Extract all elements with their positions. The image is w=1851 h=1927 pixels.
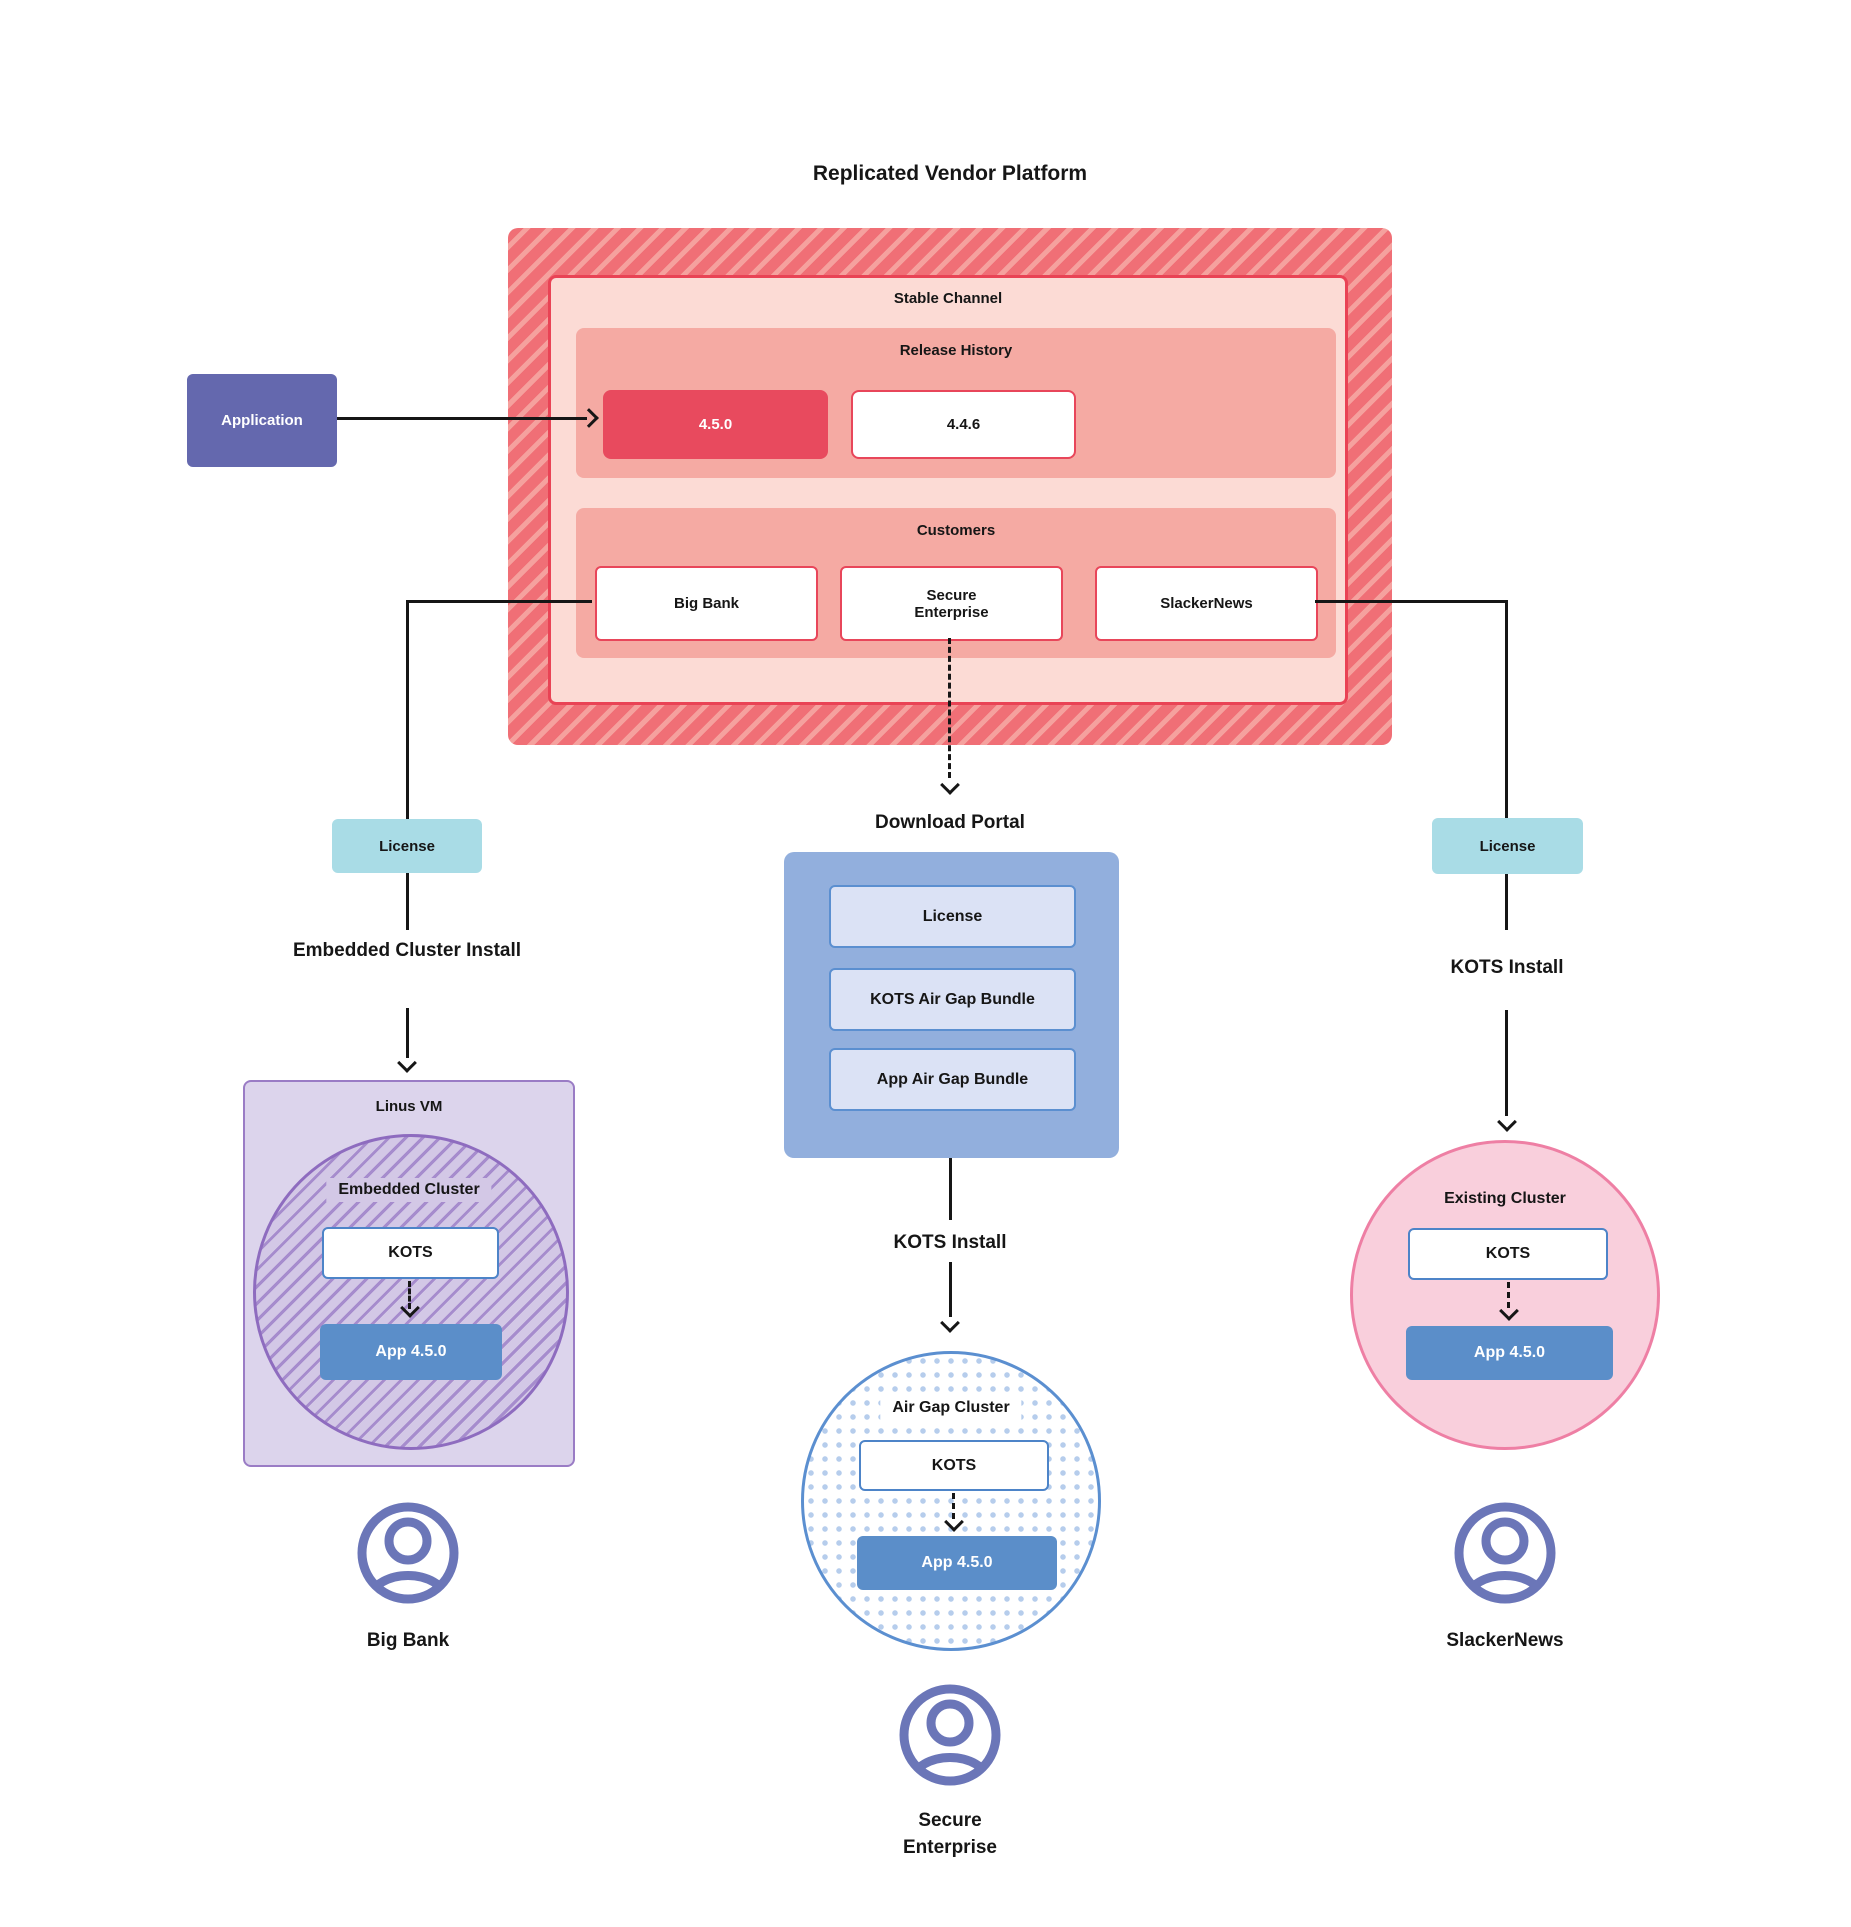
secure-dash-arrow-head bbox=[940, 775, 960, 795]
stable-channel-box: Stable Channel Release History 4.5.0 4.4… bbox=[548, 275, 1348, 705]
vendor-platform-box: Stable Channel Release History 4.5.0 4.4… bbox=[508, 228, 1392, 745]
airgap-kots-box: KOTS bbox=[859, 1440, 1049, 1491]
customer-big-bank: Big Bank bbox=[595, 566, 818, 641]
customer-secure-enterprise-label: Secure Enterprise bbox=[914, 586, 989, 621]
airgap-kots-app-arrow-head bbox=[944, 1512, 964, 1532]
airgap-line-2 bbox=[949, 1262, 952, 1317]
air-gap-cluster-circle: Air Gap Cluster KOTS App 4.5.0 bbox=[801, 1351, 1101, 1651]
airgap-kots-app-dash bbox=[952, 1493, 955, 1519]
linus-vm-label: Linus VM bbox=[375, 1098, 443, 1115]
bigbank-connector-v bbox=[406, 600, 409, 819]
slackernews-connector-v bbox=[1505, 600, 1508, 818]
application-box: Application bbox=[187, 374, 337, 467]
release-450-box: 4.5.0 bbox=[603, 390, 828, 459]
application-arrow-line bbox=[337, 417, 587, 420]
embedded-arrow-head bbox=[397, 1053, 417, 1073]
existing-app-box: App 4.5.0 bbox=[1406, 1326, 1613, 1380]
customer-secure-enterprise: Secure Enterprise bbox=[840, 566, 1063, 641]
bigbank-connector-h bbox=[407, 600, 592, 603]
air-gap-cluster-label: Air Gap Cluster bbox=[880, 1396, 1022, 1420]
embedded-install-label: Embedded Cluster Install bbox=[292, 940, 522, 961]
existing-line-1 bbox=[1505, 874, 1508, 930]
slackernews-person-icon bbox=[1454, 1502, 1556, 1604]
existing-kots-app-dash bbox=[1507, 1282, 1510, 1308]
slackernews-person-label: SlackerNews bbox=[1446, 1630, 1564, 1651]
embedded-app-box: App 4.5.0 bbox=[320, 1324, 502, 1380]
embedded-kots-box: KOTS bbox=[322, 1227, 499, 1279]
release-446-box: 4.4.6 bbox=[851, 390, 1076, 459]
existing-cluster-circle: Existing Cluster KOTS App 4.5.0 bbox=[1350, 1140, 1660, 1450]
airgap-line-1 bbox=[949, 1158, 952, 1220]
embedded-line-2 bbox=[406, 1008, 409, 1058]
customer-slackernews: SlackerNews bbox=[1095, 566, 1318, 641]
embedded-kots-app-dash bbox=[408, 1281, 411, 1309]
airgap-arrow-head bbox=[940, 1313, 960, 1333]
download-portal-title: Download Portal bbox=[875, 812, 1025, 833]
big-bank-person-label: Big Bank bbox=[366, 1630, 450, 1651]
embedded-cluster-circle bbox=[253, 1134, 569, 1450]
airgap-app-box: App 4.5.0 bbox=[857, 1536, 1057, 1590]
portal-kots-bundle-box: KOTS Air Gap Bundle bbox=[829, 968, 1076, 1031]
big-bank-person-icon bbox=[357, 1502, 459, 1604]
existing-install-label: KOTS Install bbox=[1450, 957, 1564, 978]
existing-kots-app-arrow-head bbox=[1499, 1301, 1519, 1321]
release-history-label: Release History bbox=[899, 342, 1013, 359]
embedded-line-1 bbox=[406, 873, 409, 930]
diagram-title: Replicated Vendor Platform bbox=[812, 162, 1088, 185]
existing-arrow-head bbox=[1497, 1112, 1517, 1132]
customers-box: Customers Big Bank Secure Enterprise Sla… bbox=[576, 508, 1336, 658]
license-right-box: License bbox=[1432, 818, 1583, 874]
portal-app-bundle-box: App Air Gap Bundle bbox=[829, 1048, 1076, 1111]
existing-kots-box: KOTS bbox=[1408, 1228, 1608, 1280]
secure-dash-line bbox=[948, 638, 951, 778]
airgap-install-label: KOTS Install bbox=[893, 1232, 1007, 1253]
existing-cluster-label: Existing Cluster bbox=[1444, 1190, 1566, 1207]
slackernews-connector-h bbox=[1315, 600, 1508, 603]
linus-vm-box: Linus VM Embedded Cluster KOTS App 4.5.0 bbox=[243, 1080, 575, 1467]
embedded-cluster-label: Embedded Cluster bbox=[326, 1178, 492, 1202]
existing-line-2 bbox=[1505, 1010, 1508, 1116]
customers-label: Customers bbox=[916, 522, 996, 539]
secure-enterprise-person-icon bbox=[899, 1684, 1001, 1786]
secure-enterprise-person-label: Secure Enterprise bbox=[903, 1810, 997, 1858]
release-history-box: Release History 4.5.0 4.4.6 bbox=[576, 328, 1336, 478]
stable-channel-label: Stable Channel bbox=[893, 290, 1003, 307]
download-portal-box: License KOTS Air Gap Bundle App Air Gap … bbox=[784, 852, 1119, 1158]
license-left-box: License bbox=[332, 819, 482, 873]
portal-license-box: License bbox=[829, 885, 1076, 948]
